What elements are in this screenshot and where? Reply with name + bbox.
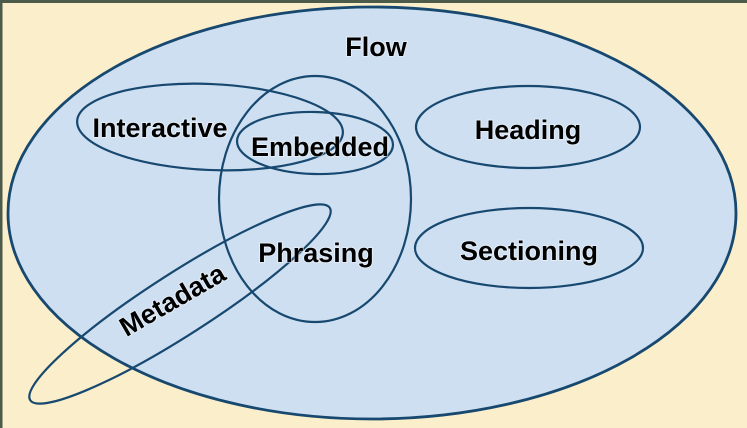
embedded-ellipse — [235, 110, 395, 176]
interactive-label: Interactive — [92, 113, 227, 143]
phrasing-ellipse — [217, 74, 413, 324]
heading-label: Heading — [475, 115, 582, 145]
sectioning-label: Sectioning — [460, 236, 598, 266]
phrasing-label: Phrasing — [258, 238, 374, 268]
window-frame-edge-top — [0, 0, 747, 3]
flow-ellipse — [6, 5, 738, 421]
metadata-ellipse — [28, 203, 332, 405]
sectioning-ellipse — [413, 206, 645, 290]
heading-ellipse — [414, 84, 642, 170]
embedded-label: Embedded — [251, 132, 389, 162]
window-frame-edge-left — [0, 0, 3, 428]
interactive-ellipse — [76, 82, 344, 172]
flow-label: Flow — [345, 32, 407, 62]
